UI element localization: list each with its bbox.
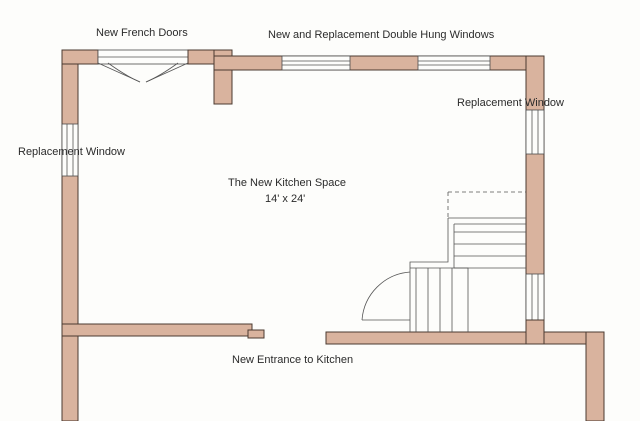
stair-enclosure bbox=[361, 191, 526, 332]
left-wall bbox=[61, 49, 79, 421]
entrance-jamb-left bbox=[247, 329, 265, 339]
left-replacement-window bbox=[61, 123, 79, 177]
label-double-hung-windows: New and Replacement Double Hung Windows bbox=[268, 29, 495, 41]
label-kitchen-title: The New Kitchen Space bbox=[228, 177, 347, 189]
double-hung-window-1 bbox=[281, 55, 351, 71]
bottom-wall-right bbox=[325, 331, 605, 345]
right-wall-base bbox=[525, 319, 545, 345]
lower-right-wall bbox=[585, 331, 605, 421]
right-lower-window bbox=[525, 273, 545, 321]
bottom-wall-left bbox=[61, 323, 253, 337]
label-replacement-window-right: Replacement Window bbox=[457, 97, 564, 109]
double-hung-window-2 bbox=[417, 55, 491, 71]
top-wall-left bbox=[61, 49, 99, 65]
label-replacement-window-left: Replacement Window bbox=[18, 146, 125, 158]
right-replacement-window bbox=[525, 109, 545, 155]
top-wall-right bbox=[213, 55, 545, 71]
label-new-entrance: New Entrance to Kitchen bbox=[232, 354, 354, 366]
french-doors bbox=[97, 49, 189, 83]
label-kitchen-size: 14' x 24' bbox=[265, 193, 306, 205]
label-french-doors: New French Doors bbox=[96, 27, 188, 39]
